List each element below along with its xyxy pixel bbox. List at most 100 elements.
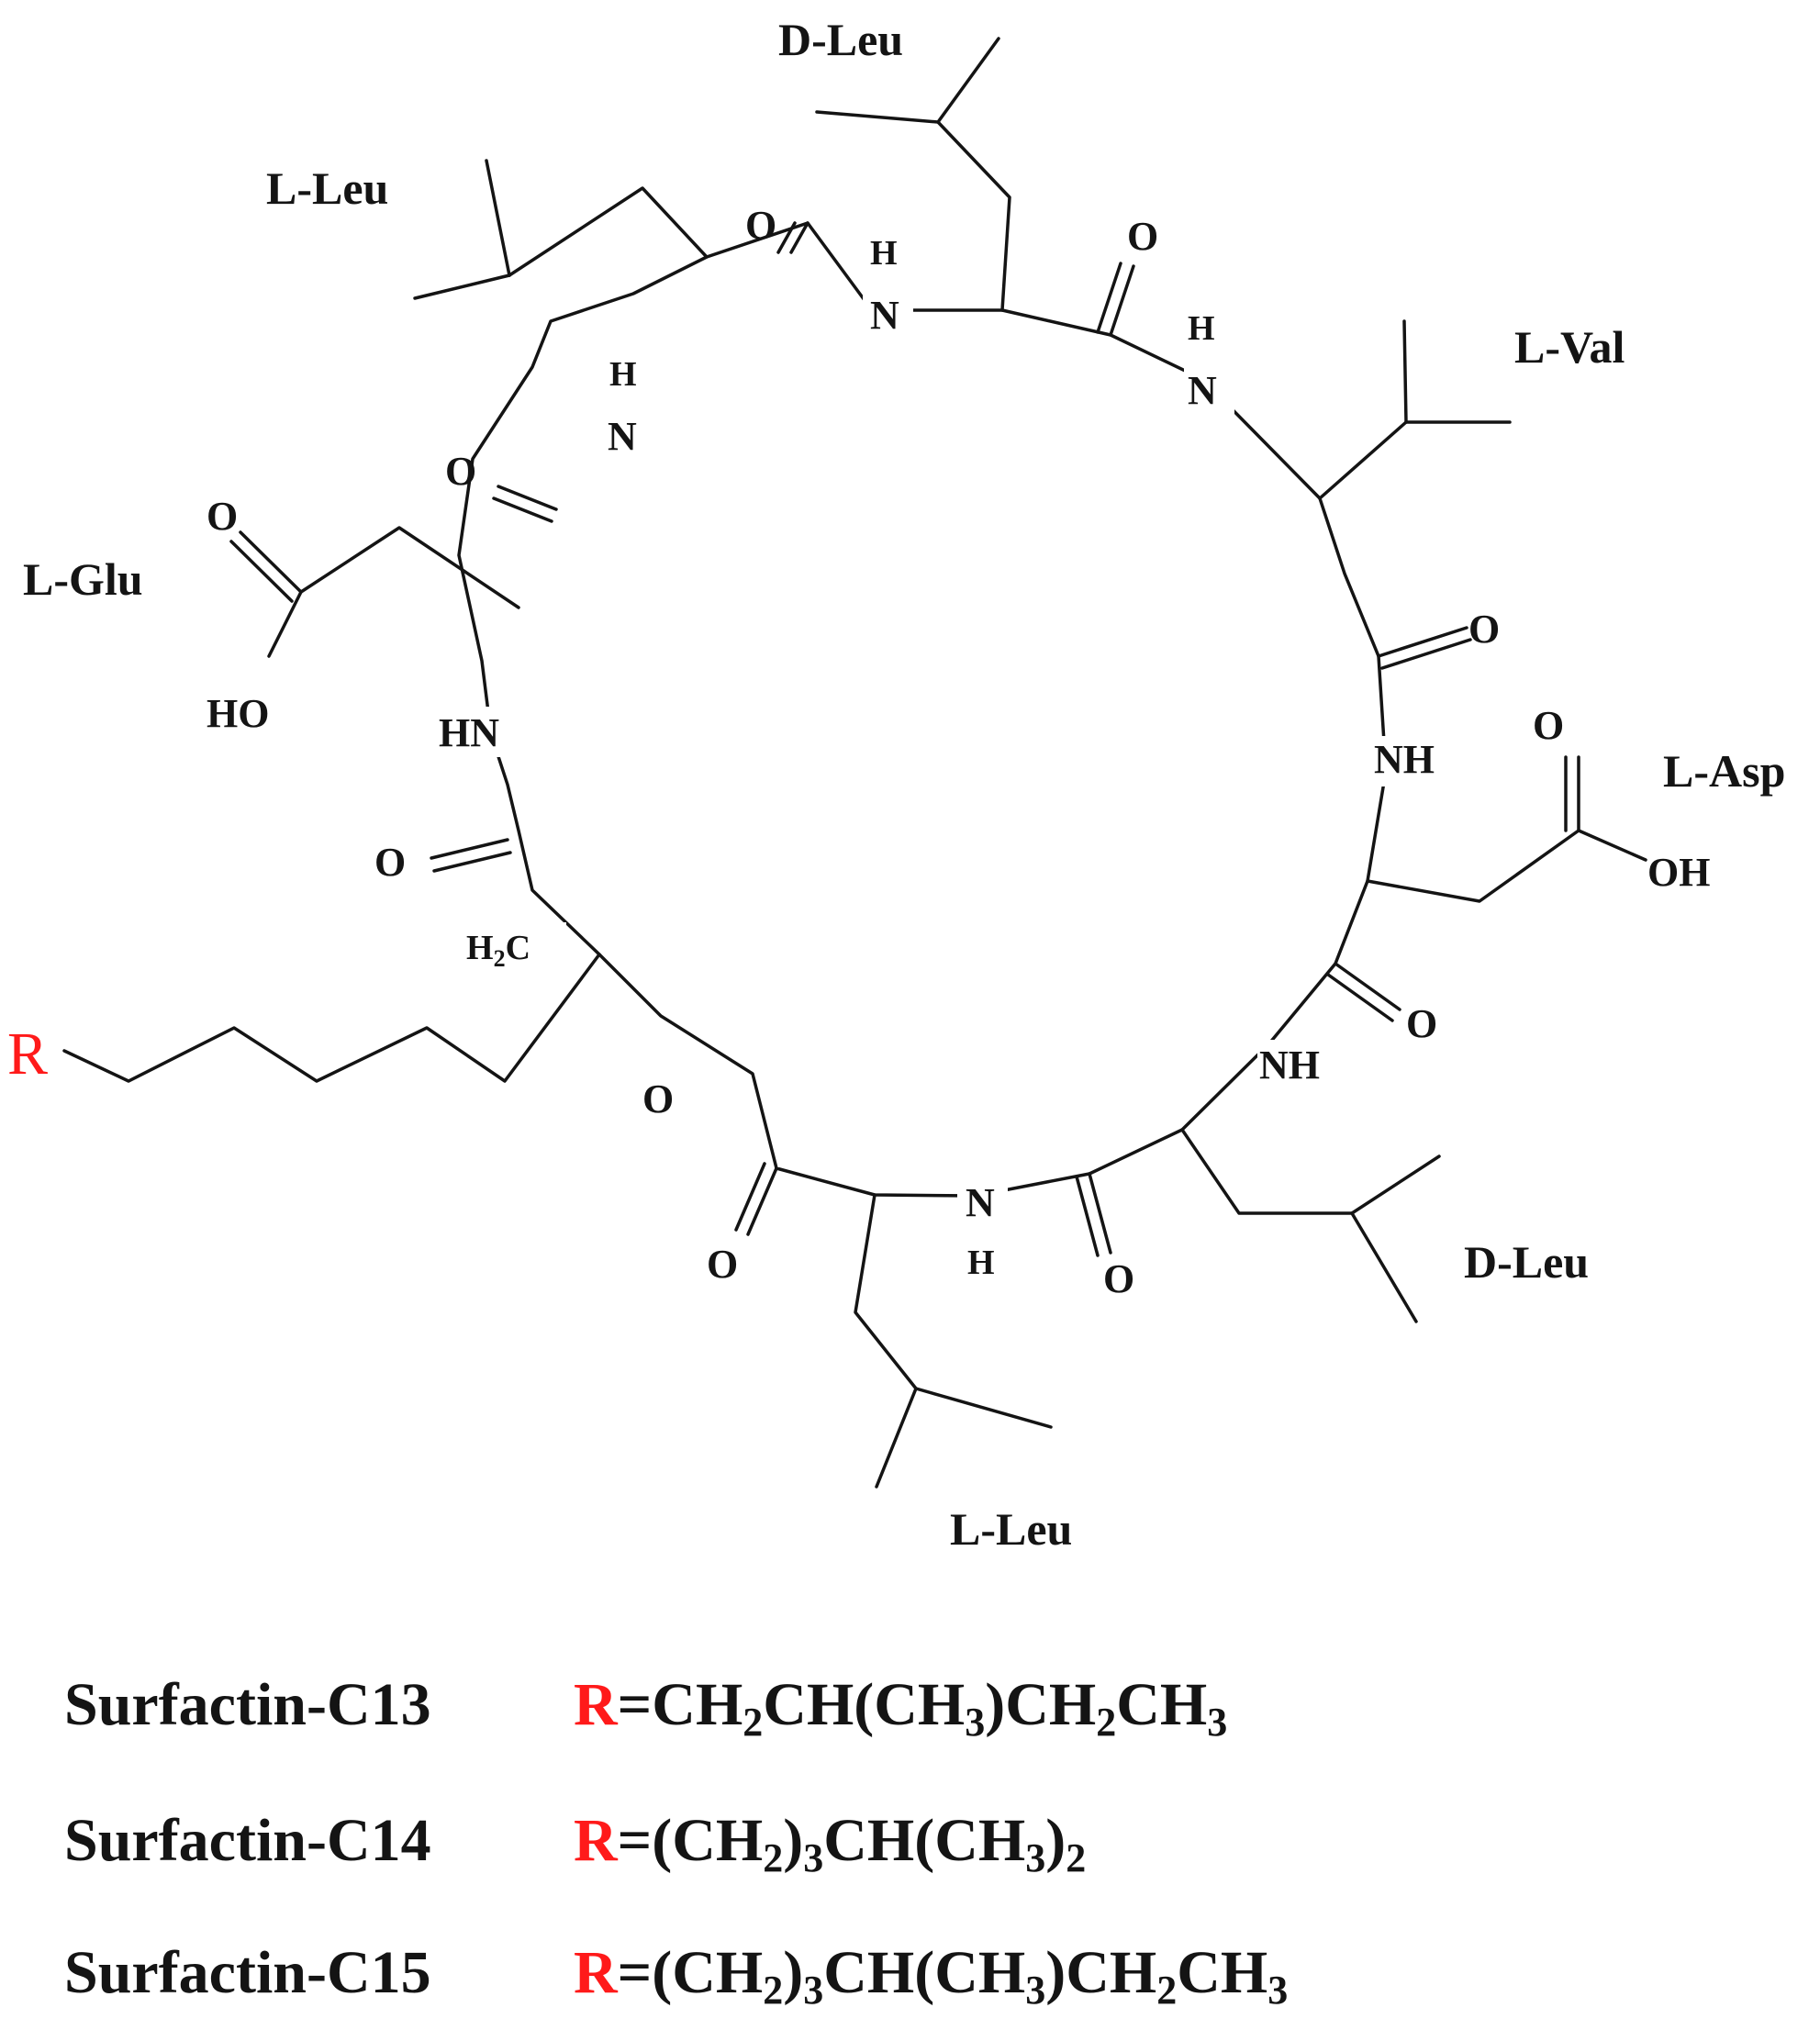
formula-expression: =CH2CH(CH3)CH2CH3 <box>617 1671 1228 1743</box>
ester-carbonyl-a <box>746 1166 778 1236</box>
formula-subscript: 2 <box>763 1968 784 2013</box>
residue-l-glu: L-Glu <box>23 553 143 605</box>
l-leu-bottom-branch-b <box>875 1387 918 1489</box>
carbonyl-7-a <box>497 485 558 511</box>
residue-d-leu-top: D-Leu <box>778 14 903 65</box>
fatty-acid-chain <box>62 953 601 1083</box>
l-leu-top-branch-a <box>413 273 511 300</box>
atom-nh: NH <box>1374 737 1435 782</box>
formula-subscript: 3 <box>965 1700 986 1745</box>
formula-r-symbol: R <box>574 1807 618 1874</box>
carbonyl-1-a <box>789 221 810 254</box>
carbonyl-6-b <box>432 851 512 873</box>
atom-o: O <box>642 1076 674 1121</box>
l-asp-sidechain <box>1366 829 1647 903</box>
residue-l-leu-bottom: L-Leu <box>950 1503 1072 1555</box>
formula-subscript: 2 <box>1096 1700 1117 1745</box>
atom-n: N <box>966 1180 995 1225</box>
formula-subscript: 3 <box>1207 1700 1228 1745</box>
d-leu-top-sidechain <box>936 120 1011 312</box>
atom-o: O <box>707 1242 738 1287</box>
carbonyl-5-b <box>1075 1175 1100 1257</box>
atom-h: H <box>609 355 637 394</box>
atom-o: O <box>374 840 406 885</box>
residue-l-val: L-Val <box>1514 321 1625 373</box>
formula-text: CH(CH <box>823 1807 1026 1874</box>
r-group-label: R <box>7 1021 48 1088</box>
formula-subscript: 2 <box>1156 1968 1178 2013</box>
l-val-branch-a <box>1402 319 1408 424</box>
formula-text: CH(CH <box>823 1939 1026 2006</box>
carbonyl-2-a <box>1109 264 1135 337</box>
formula-text: CH <box>1116 1671 1208 1738</box>
d-leu-bottom-branch-a <box>1350 1154 1441 1215</box>
atom-o: O <box>745 203 776 248</box>
d-leu-top-branch-a <box>815 110 940 124</box>
carbonyl-4-b <box>1326 973 1394 1022</box>
atom-h: H <box>1188 309 1215 348</box>
atom-o: O <box>1406 1001 1437 1046</box>
formula-r-symbol: R <box>574 1939 618 2006</box>
residue-l-leu-top: L-Leu <box>266 162 388 214</box>
atom-ho: HO <box>207 691 269 736</box>
atom-h: H <box>967 1244 995 1282</box>
d-leu-top-branch-b <box>936 37 1000 124</box>
atom-o: O <box>1103 1256 1134 1301</box>
formula-name: Surfactin-C15 <box>64 1939 431 2006</box>
l-val-sidechain <box>1318 420 1408 500</box>
atom-nh: NH <box>1259 1043 1320 1088</box>
carbonyl-2-b <box>1096 262 1122 334</box>
atom-o: O <box>207 494 238 539</box>
atom-o: O <box>1127 214 1158 259</box>
carbonyl-3-b <box>1380 638 1472 670</box>
l-leu-top-sidechain <box>508 186 709 277</box>
molecule-drawing: O H N O H N H N O O HO HN O H2C O O N H … <box>7 14 1785 1555</box>
carbonyl-7-b <box>492 496 553 523</box>
residue-d-leu-bottom: D-Leu <box>1464 1236 1589 1288</box>
formula-subscript: 2 <box>743 1700 764 1745</box>
formula-r-symbol: R <box>574 1671 618 1738</box>
ester-carbonyl-b <box>734 1162 766 1232</box>
formula-subscript: 2 <box>1066 1835 1087 1880</box>
formula-text: =CH <box>617 1671 743 1738</box>
formula-subscript: 3 <box>803 1835 824 1880</box>
formula-name: Surfactin-C13 <box>64 1671 431 1738</box>
atom-hn: HN <box>439 710 499 755</box>
formula-text: CH(CH <box>763 1671 966 1738</box>
atom-n: N <box>608 414 637 459</box>
formula-text: =(CH <box>617 1807 764 1874</box>
formula-subscript: 3 <box>803 1968 824 2013</box>
formula-subscript: 2 <box>763 1835 784 1880</box>
d-leu-bottom-sidechain <box>1180 1128 1354 1215</box>
atom-o: O <box>445 449 476 494</box>
atom-oh: OH <box>1647 850 1710 895</box>
carbonyl-5-a <box>1088 1172 1112 1255</box>
formula-subscript: 3 <box>1267 1968 1289 2013</box>
atom-n: N <box>870 293 899 338</box>
formula-text: ) <box>1045 1807 1066 1874</box>
atom-h: H <box>870 234 898 273</box>
formula-text: )CH <box>1045 1939 1157 2006</box>
atom-h2c: H2C <box>466 929 530 972</box>
atom-o: O <box>1533 703 1564 748</box>
formula-text: =(CH <box>617 1939 764 2006</box>
carbonyl-1-b <box>776 221 797 254</box>
l-leu-bottom-sidechain <box>854 1193 918 1390</box>
formula-text: )CH <box>985 1671 1097 1738</box>
carbonyl-3-a <box>1377 626 1468 658</box>
formula-subscript: 3 <box>1025 1835 1046 1880</box>
formula-name: Surfactin-C14 <box>64 1807 431 1874</box>
formula-text: ) <box>783 1807 804 1874</box>
l-leu-top-branch-b <box>485 159 511 277</box>
formula-expression: =(CH2)3CH(CH3)CH2CH3 <box>617 1939 1289 2011</box>
carbonyl-4-a <box>1334 962 1401 1011</box>
formula-text: CH <box>1177 1939 1268 2006</box>
atom-o: O <box>1468 607 1500 652</box>
formula-expression: =(CH2)3CH(CH3)2 <box>617 1807 1087 1879</box>
l-glu-sidechain <box>267 526 520 658</box>
carbonyl-6-a <box>430 838 509 860</box>
